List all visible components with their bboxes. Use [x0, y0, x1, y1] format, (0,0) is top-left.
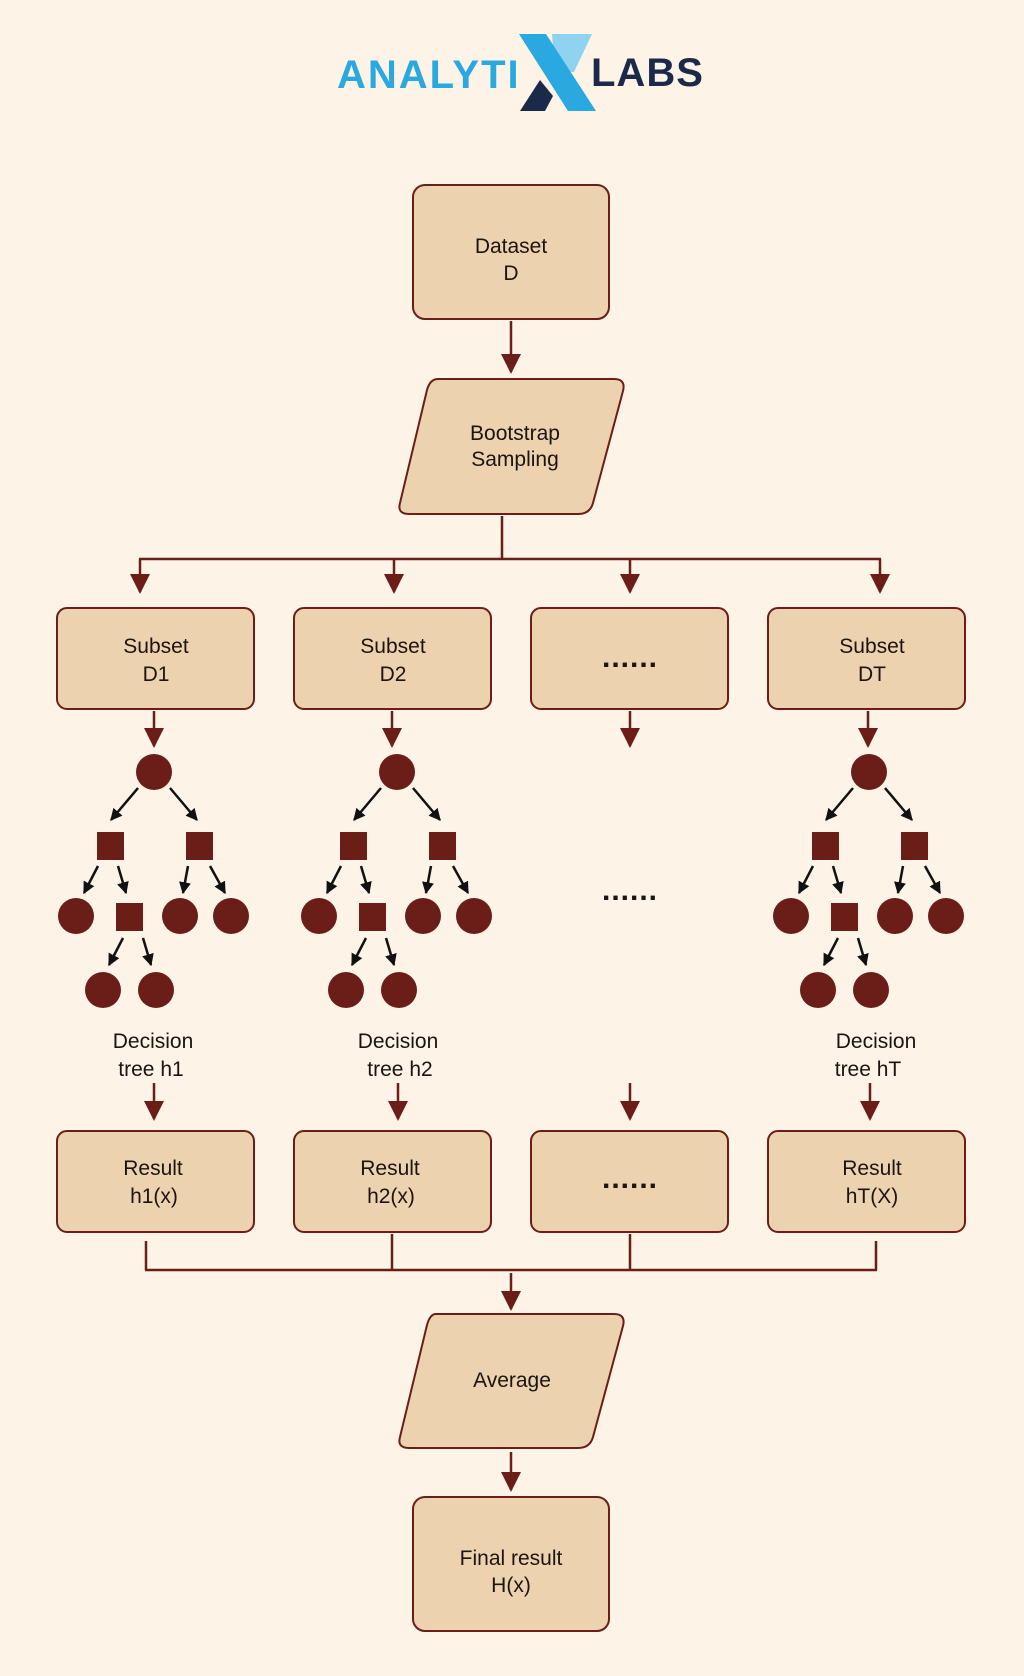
- tree-leaf-circle: [58, 898, 94, 934]
- merge-connector: [144, 1234, 878, 1311]
- result-ht-line2: hT(X): [846, 1185, 899, 1208]
- tree-leaf-circle: [456, 898, 492, 934]
- subset-dt-line1: Subset: [839, 635, 905, 658]
- result-h2-line2: h2(x): [367, 1185, 415, 1208]
- tree-node-circle: [379, 754, 415, 790]
- subset-dt-line2: DT: [858, 663, 886, 686]
- average-label: Average: [473, 1369, 551, 1392]
- tree-node-circle: [136, 754, 172, 790]
- subset-box-d2: Subset D2: [293, 607, 492, 710]
- tree-node-square: [186, 832, 213, 860]
- tree-node-square: [116, 903, 143, 931]
- dataset-label-line2: D: [503, 262, 518, 285]
- logo-x-mark: [519, 34, 596, 111]
- dataset-label-line1: Dataset: [475, 235, 548, 258]
- tree-h2-label-line2: tree h2: [367, 1058, 432, 1081]
- average-box: Average: [398, 1313, 625, 1449]
- final-result-line1: Final result: [460, 1547, 563, 1570]
- tree-node-square: [901, 832, 928, 860]
- tree-node-square: [812, 832, 839, 860]
- result-ht-line1: Result: [842, 1157, 902, 1180]
- tree-leaf-circle: [138, 972, 174, 1008]
- tree-leaf-circle: [301, 898, 337, 934]
- tree-leaf-circle: [162, 898, 198, 934]
- decision-tree-h2: [301, 754, 492, 1008]
- subset-box-d1: Subset D1: [56, 607, 255, 710]
- tree-node-square: [359, 903, 386, 931]
- result-h1-line2: h1(x): [130, 1185, 178, 1208]
- logo-text-analyti: ANALYTI: [337, 53, 521, 97]
- subset-d2-line1: Subset: [360, 635, 426, 658]
- final-result-line2: H(x): [491, 1574, 531, 1597]
- result-box-h1: Result h1(x): [56, 1130, 255, 1233]
- tree-leaf-circle: [85, 972, 121, 1008]
- subset-d2-line2: D2: [380, 663, 407, 686]
- tree-ht-label-line2: tree hT: [835, 1058, 902, 1081]
- decision-tree-ht: [773, 754, 964, 1008]
- tree-ellipsis-text: ......: [602, 874, 658, 907]
- subset-box-ellipsis: ......: [530, 607, 729, 710]
- dataset-box: Dataset D: [412, 184, 610, 320]
- result-box-ellipsis: ......: [530, 1130, 729, 1233]
- tree-leaf-circle: [877, 898, 913, 934]
- tree-leaf-circle: [328, 972, 364, 1008]
- result-box-ht: Result hT(X): [767, 1130, 966, 1233]
- tree-node-circle: [851, 754, 887, 790]
- tree-leaf-circle: [853, 972, 889, 1008]
- tree-leaf-circle: [213, 898, 249, 934]
- tree-node-square: [97, 832, 124, 860]
- result-h2-line1: Result: [360, 1157, 420, 1180]
- tree-leaf-circle: [405, 898, 441, 934]
- result-box-h2: Result h2(x): [293, 1130, 492, 1233]
- tree-leaf-circle: [928, 898, 964, 934]
- tree-h1-label-line2: tree h1: [118, 1058, 183, 1081]
- tree-leaf-circle: [773, 898, 809, 934]
- subset-ellipsis-text: ......: [602, 641, 658, 674]
- result-h1-line1: Result: [123, 1157, 183, 1180]
- tree-node-square: [429, 832, 456, 860]
- tree-node-square: [831, 903, 858, 931]
- tree-node-square: [340, 832, 367, 860]
- bootstrap-label-line2: Sampling: [471, 448, 559, 471]
- bootstrap-sampling-box: Bootstrap Sampling: [398, 378, 625, 515]
- decision-tree-h1: [58, 754, 249, 1008]
- bootstrap-label-line1: Bootstrap: [470, 422, 560, 445]
- tree-h2-label-line1: Decision: [358, 1030, 439, 1053]
- tree-leaf-circle: [381, 972, 417, 1008]
- tree-leaf-circle: [800, 972, 836, 1008]
- subset-d1-line1: Subset: [123, 635, 189, 658]
- tree-h1-label-line1: Decision: [113, 1030, 194, 1053]
- split-connector: [130, 516, 890, 594]
- result-ellipsis-text: ......: [602, 1162, 658, 1195]
- tree-ht-label-line1: Decision: [836, 1030, 917, 1053]
- subset-d1-line2: D1: [143, 663, 170, 686]
- analytixlabs-logo: ANALYTI LABS: [337, 34, 704, 111]
- logo-text-labs: LABS: [591, 51, 704, 95]
- subset-box-dt: Subset DT: [767, 607, 966, 710]
- final-result-box: Final result H(x): [412, 1496, 610, 1632]
